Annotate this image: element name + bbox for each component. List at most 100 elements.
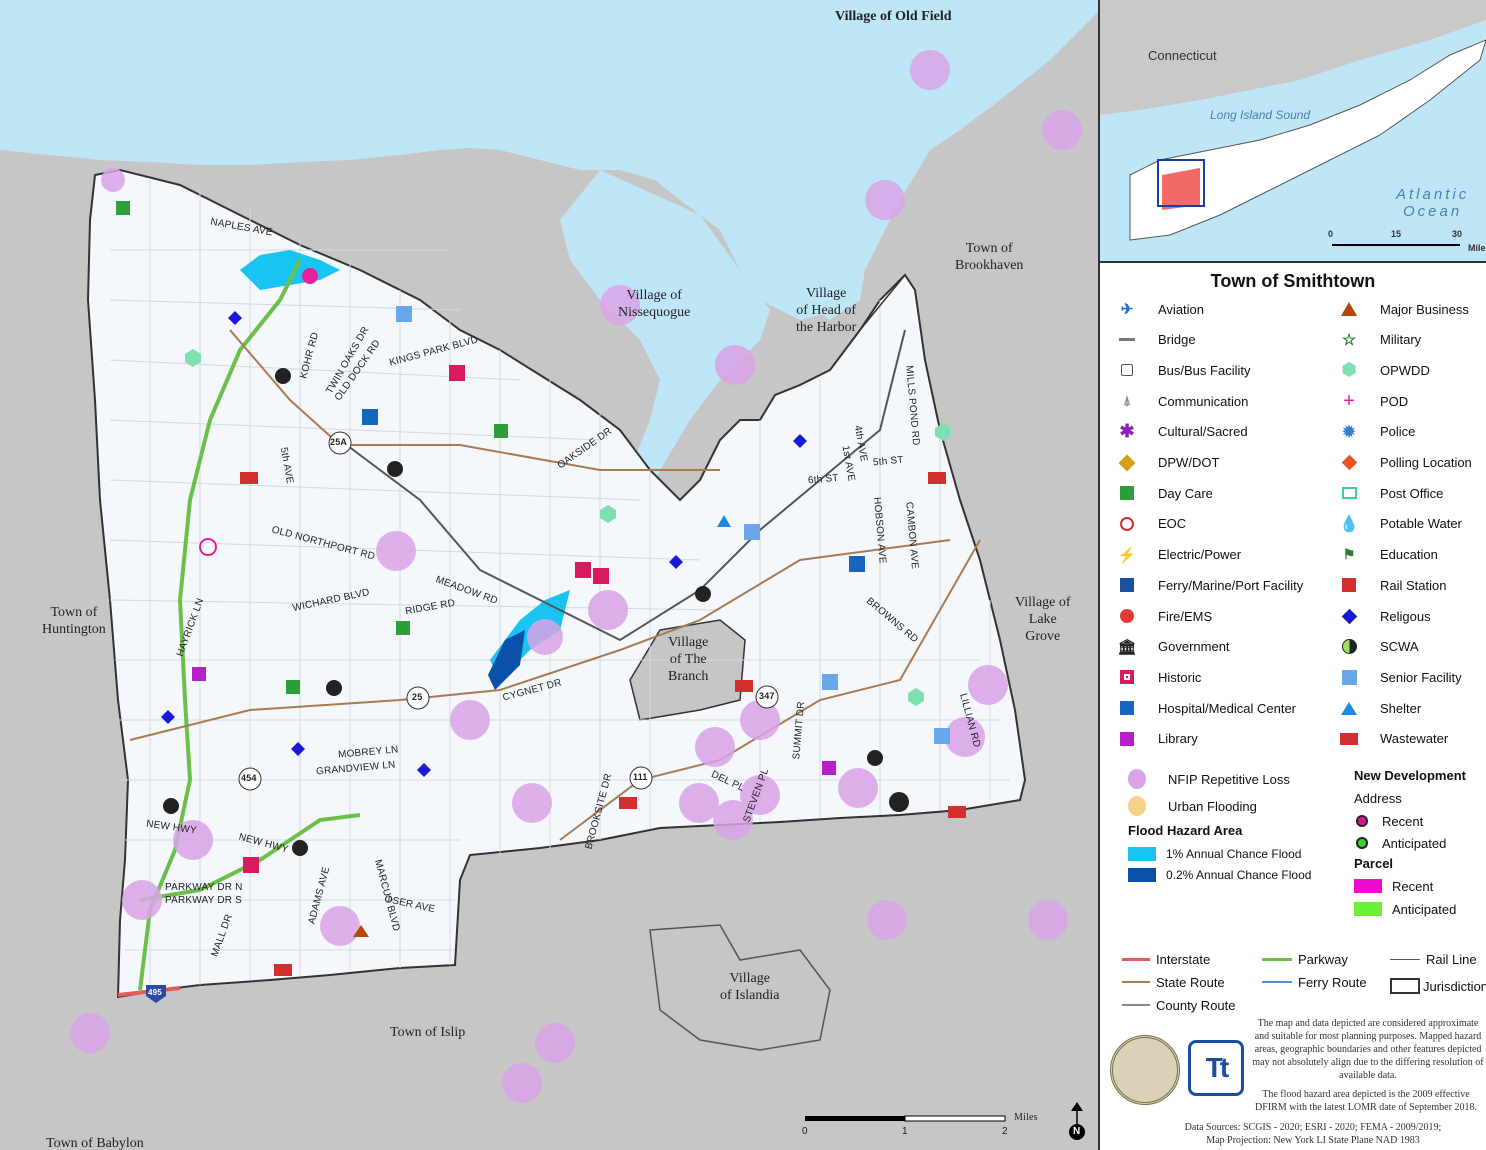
inset-scale-tick: 30: [1452, 229, 1463, 239]
legend-item-military: ☆Military: [1341, 331, 1422, 349]
place-label: Village of Islandia: [720, 971, 780, 1003]
half-circle-icon: [1340, 638, 1358, 656]
legend-item-flood-02pct: 0.2% Annual Chance Flood: [1128, 865, 1311, 885]
place-label: Town of Babylon: [46, 1136, 144, 1150]
legend-item-eoc: EOC: [1118, 514, 1186, 534]
new-development-heading: New Development: [1354, 768, 1466, 783]
route-shield-label: 454: [241, 773, 257, 783]
nfip-repetitive-loss-areas: [70, 50, 1082, 1103]
police-star-icon: ✹: [1342, 423, 1356, 441]
star-outline-icon: ☆: [1341, 331, 1357, 349]
place-label: Village of Old Field: [835, 9, 952, 24]
wtp-icon: [1340, 730, 1358, 748]
inset-canvas: [1100, 0, 1486, 246]
inset-label: Long Island Sound: [1210, 108, 1311, 122]
shelter-triangle-icon: [1340, 699, 1358, 717]
legend-item-scwa: SCWA: [1340, 637, 1419, 657]
legend-item-post-office: Post Office: [1340, 483, 1443, 503]
flood-02pct: [488, 630, 525, 690]
inset-label: Atlantic Ocean: [1396, 186, 1470, 220]
cross-icon: +: [1343, 389, 1355, 412]
flood-hazard-heading: Flood Hazard Area: [1128, 823, 1243, 838]
legend-item-fire-ems: Fire/EMS: [1118, 606, 1212, 626]
legend-item-government: 🏛Government: [1117, 638, 1230, 656]
place-label: Village of Lake Grove: [1015, 595, 1071, 644]
government-building-icon: 🏛: [1117, 638, 1137, 656]
legend-item-aviation: ✈Aviation: [1118, 299, 1204, 319]
legend-item-dpw-dot: DPW/DOT: [1118, 453, 1219, 473]
nfip-circle-icon: [1128, 769, 1146, 789]
antenna-icon: ⍋: [1123, 393, 1131, 409]
road-label: PARKWAY DR S: [165, 895, 243, 906]
north-arrow-label: N: [1073, 1126, 1081, 1137]
legend-item-bridge: Bridge: [1118, 330, 1196, 350]
legend-item-library: Library: [1118, 729, 1198, 749]
flood-disclaimer-text: The flood hazard area depicted is the 20…: [1255, 1089, 1477, 1113]
parkway-line: [139, 813, 361, 902]
scale-unit: Miles: [1014, 1112, 1038, 1123]
long-island-shape: [1129, 39, 1486, 241]
construction-sign-icon: [1118, 454, 1136, 472]
hospital-icon: [1118, 699, 1136, 717]
water-drop-icon: 💧: [1339, 515, 1359, 533]
scale-tick: 0: [802, 1126, 808, 1137]
map-canvas: [0, 0, 1098, 1140]
legend-item-religous: Religous: [1340, 606, 1431, 626]
county-seal-logo: [1110, 1035, 1180, 1105]
square-icon: [1340, 668, 1358, 686]
harbor-water: [560, 170, 770, 620]
parkway-line: [138, 259, 302, 991]
legend-item-communication: ⍋Communication: [1118, 391, 1248, 411]
legend-item-cultural-sacred: ✱Cultural/Sacred: [1119, 421, 1248, 442]
road-label: PARKWAY DR N: [165, 882, 243, 893]
route-shield-label: 25: [412, 692, 423, 702]
legend-item-potable-water: 💧Potable Water: [1339, 515, 1462, 533]
islandia-boundary: [649, 924, 831, 1051]
route-shield-label: 111: [633, 772, 648, 782]
place-label: Town of Huntington: [42, 605, 106, 637]
asterisk-icon: ✱: [1119, 421, 1135, 442]
legend-line-county-route: County Route: [1122, 995, 1236, 1015]
eoc-icon: [1118, 515, 1136, 533]
scale-tick: 2: [1002, 1126, 1008, 1137]
legend-item-flood-1pct: 1% Annual Chance Flood: [1128, 844, 1301, 864]
projection-text: Map Projection: New York LI State Plane …: [1206, 1135, 1420, 1146]
urban-flooding-circle-icon: [1128, 796, 1146, 816]
lightning-icon: ⚡: [1117, 546, 1137, 564]
legend-item-historic: Historic: [1118, 667, 1201, 687]
legend-item-parcel-recent: Recent: [1354, 876, 1433, 896]
legend-item-nfip: NFIP Repetitive Loss: [1128, 769, 1290, 789]
legend-item-opwdd: ⬢OPWDD: [1341, 360, 1430, 380]
triangle-icon: [1340, 300, 1358, 318]
legend-item-police: ✹Police: [1340, 422, 1415, 442]
bridge-icon: [1118, 331, 1136, 349]
airplane-icon: ✈: [1120, 301, 1134, 318]
route-shield-markers: [146, 431, 779, 1003]
legend-line-jurisdiction: Jurisdiction: [1390, 976, 1486, 996]
place-label: Village of Head of the Harbor: [796, 286, 857, 335]
legend-item-day-care: Day Care: [1118, 483, 1213, 503]
data-sources-text: Data Sources: SCGIS - 2020; ESRI - 2020;…: [1184, 1122, 1442, 1133]
legend-item-rail-station: Rail Station: [1340, 575, 1446, 595]
route-shield-label: 25A: [330, 437, 348, 447]
diamond-blue-icon: [1340, 607, 1358, 625]
legend-item-address-anticipated: Anticipated: [1356, 833, 1446, 853]
legend-item-address-recent: Recent: [1356, 811, 1423, 831]
legend-item-electric-power: ⚡Electric/Power: [1117, 546, 1242, 564]
legend-item-hospital-medical-center: Hospital/Medical Center: [1118, 698, 1296, 718]
legend-item-bus-bus-facility: Bus/Bus Facility: [1118, 360, 1250, 380]
inset-scale-tick: 0: [1328, 229, 1334, 239]
inset-label: Connecticut: [1148, 48, 1217, 63]
diamond-orange-icon: [1340, 454, 1358, 472]
legend-line-parkway: Parkway: [1262, 949, 1348, 969]
branch-village: [629, 619, 746, 721]
legend-item-shelter: Shelter: [1340, 698, 1421, 718]
address-heading: Address: [1354, 791, 1402, 806]
train-icon: [1340, 576, 1358, 594]
fire-icon: [1118, 607, 1136, 625]
legend-line-state-route: State Route: [1122, 972, 1225, 992]
north-arrow-icon: [1069, 1102, 1085, 1140]
legend-item-pod: +POD: [1340, 389, 1408, 412]
legend-item-wastewater: Wastewater: [1340, 729, 1448, 749]
main-map[interactable]: Village of Old Field Town of Brookhaven …: [0, 0, 1100, 1150]
